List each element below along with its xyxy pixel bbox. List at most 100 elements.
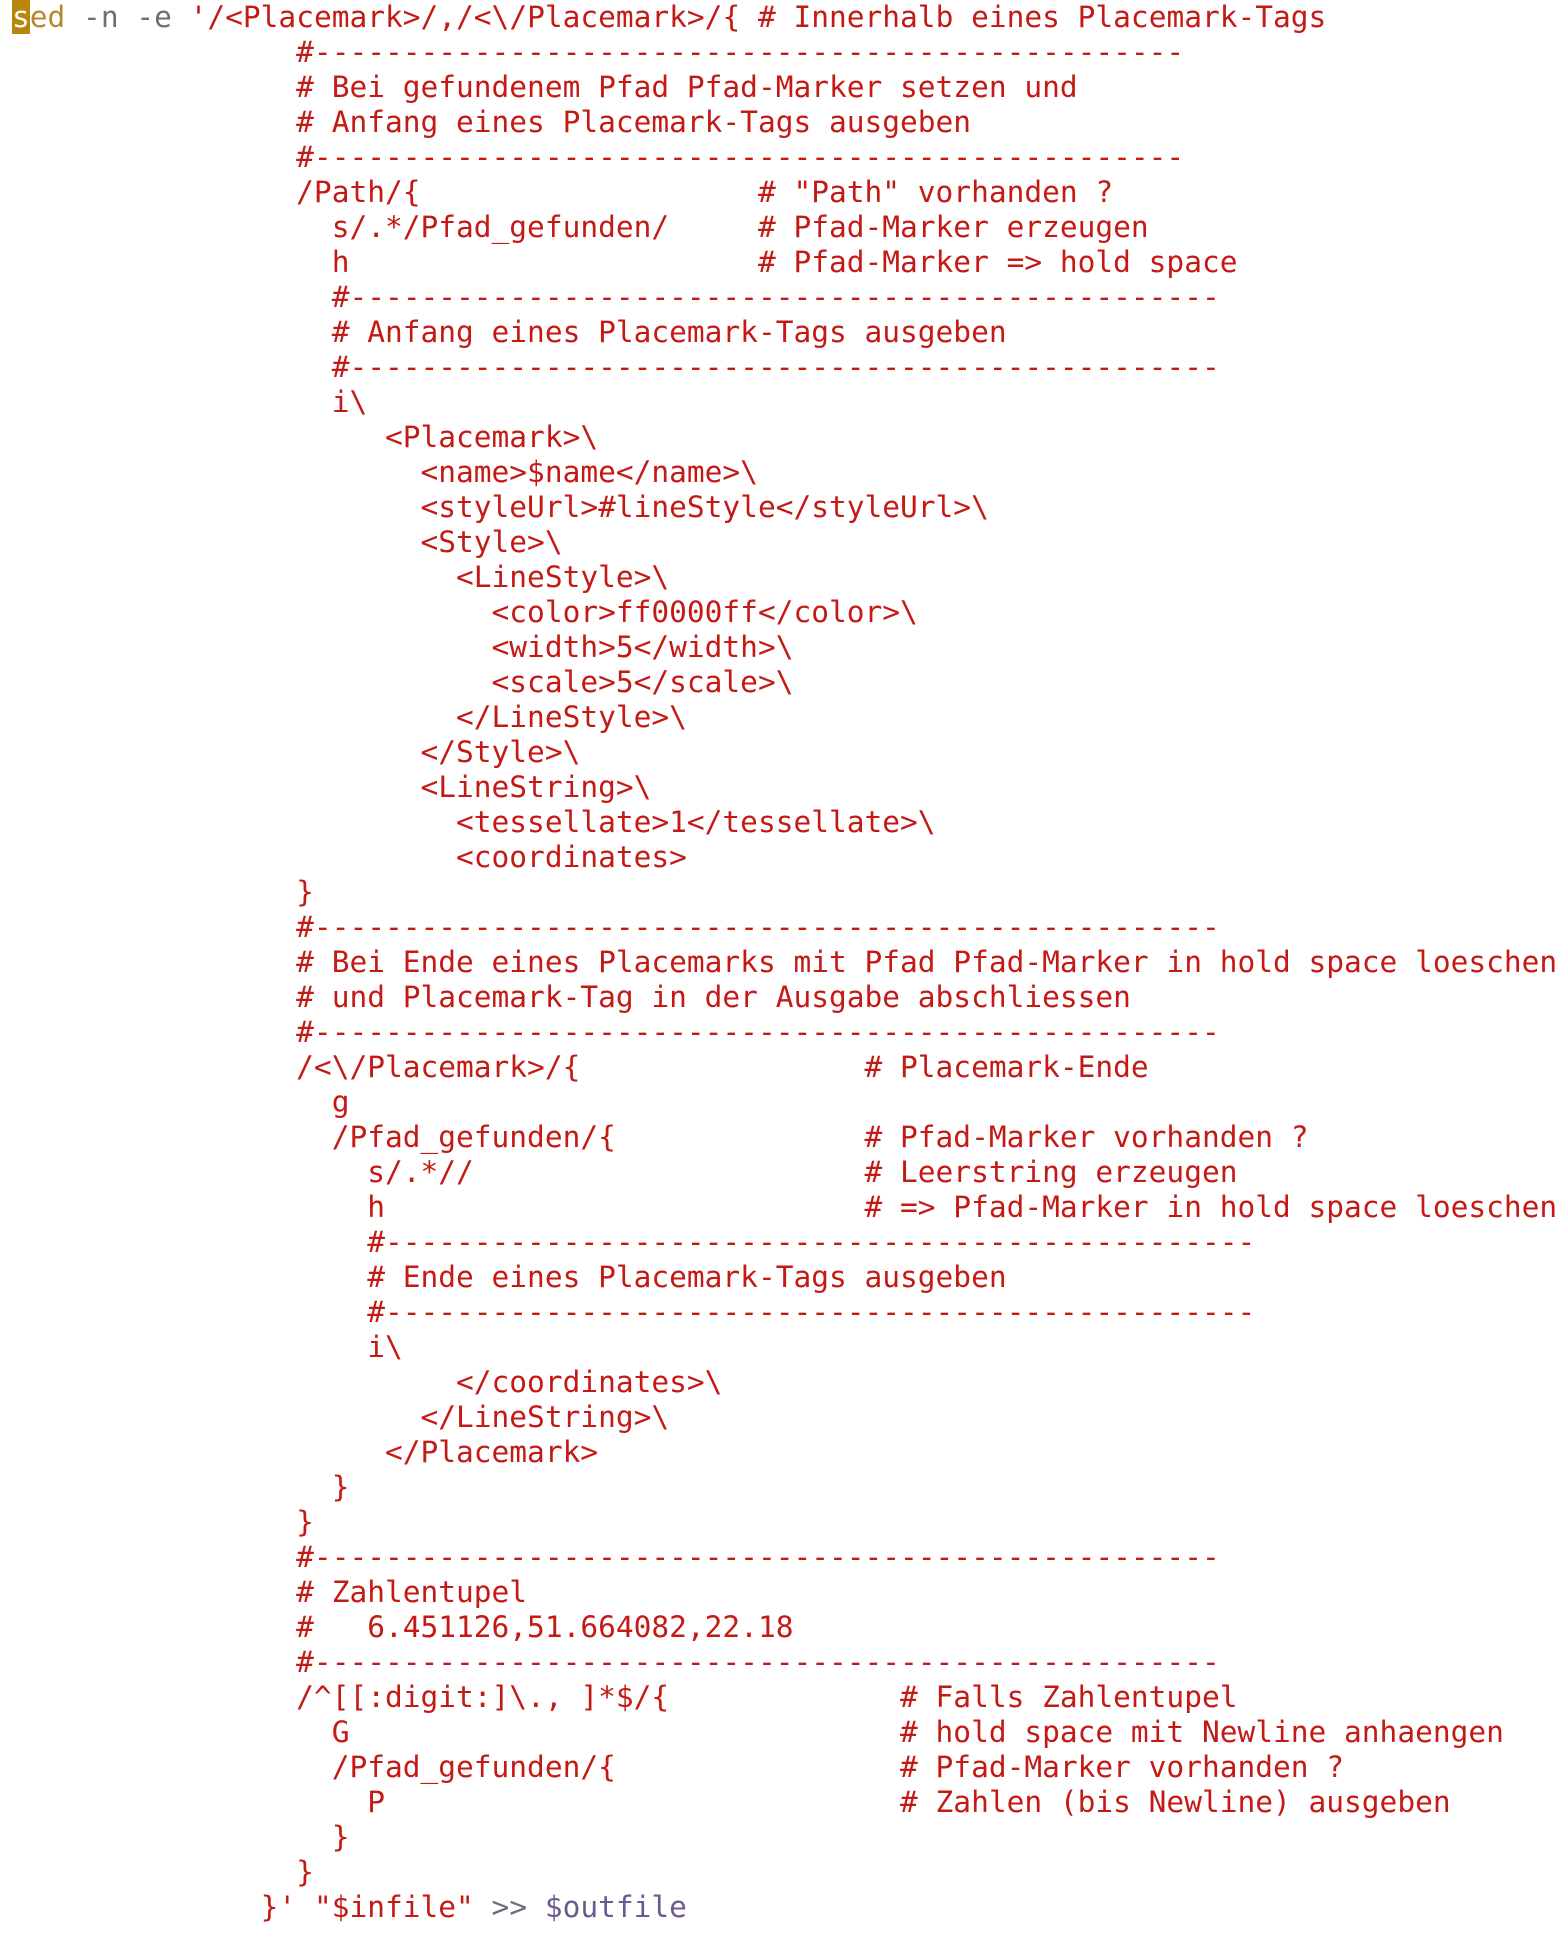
code-token: # Anfang eines Placemark-Tags ausgeben bbox=[12, 315, 1007, 349]
code-token: #---------------------------------------… bbox=[12, 140, 1185, 174]
code-line[interactable]: s/.*// # Leerstring erzeugen bbox=[12, 1155, 1557, 1190]
code-line[interactable]: /^[[:digit:]\., ]*$/{ # Falls Zahlentupe… bbox=[12, 1680, 1557, 1715]
code-token: <width>5</width>\ bbox=[12, 630, 794, 664]
code-line[interactable]: <tessellate>1</tessellate>\ bbox=[12, 805, 1557, 840]
code-token: </LineString>\ bbox=[12, 1400, 670, 1434]
code-token: <name>$name</name>\ bbox=[12, 455, 758, 489]
code-line[interactable]: </LineStyle>\ bbox=[12, 700, 1557, 735]
code-line[interactable]: </Style>\ bbox=[12, 735, 1557, 770]
code-token: #---------------------------------------… bbox=[12, 1015, 1220, 1049]
code-token: "$infile" bbox=[313, 1890, 474, 1924]
code-line[interactable]: <width>5</width>\ bbox=[12, 630, 1557, 665]
code-token: } bbox=[12, 875, 314, 909]
code-line[interactable]: P # Zahlen (bis Newline) ausgeben bbox=[12, 1785, 1557, 1820]
code-token: </LineStyle>\ bbox=[12, 700, 687, 734]
code-line[interactable]: <Style>\ bbox=[12, 525, 1557, 560]
code-token: /Path/{ # "Path" vorhanden ? bbox=[12, 175, 1114, 209]
code-line[interactable]: }' "$infile" >> $outfile bbox=[12, 1890, 1557, 1925]
code-token: <LineString>\ bbox=[12, 770, 652, 804]
code-line[interactable]: # und Placemark-Tag in der Ausgabe absch… bbox=[12, 980, 1557, 1015]
code-line[interactable]: <scale>5</scale>\ bbox=[12, 665, 1557, 700]
code-token: #---------------------------------------… bbox=[12, 280, 1220, 314]
code-line[interactable]: #---------------------------------------… bbox=[12, 350, 1557, 385]
code-line[interactable]: #---------------------------------------… bbox=[12, 35, 1557, 70]
code-line[interactable]: #---------------------------------------… bbox=[12, 140, 1557, 175]
code-line[interactable]: <LineString>\ bbox=[12, 770, 1557, 805]
code-line[interactable]: #---------------------------------------… bbox=[12, 1295, 1557, 1330]
code-token: /^[[:digit:]\., ]*$/{ # Falls Zahlentupe… bbox=[12, 1680, 1238, 1714]
code-line[interactable]: G # hold space mit Newline anhaengen bbox=[12, 1715, 1557, 1750]
code-line[interactable]: } bbox=[12, 1855, 1557, 1890]
code-line[interactable]: i\ bbox=[12, 385, 1557, 420]
code-line[interactable]: # Zahlentupel bbox=[12, 1575, 1557, 1610]
code-line[interactable]: <LineStyle>\ bbox=[12, 560, 1557, 595]
code-token: G # hold space mit Newline anhaengen bbox=[12, 1715, 1504, 1749]
code-token: #---------------------------------------… bbox=[12, 910, 1220, 944]
code-line[interactable]: </coordinates>\ bbox=[12, 1365, 1557, 1400]
code-line[interactable]: #---------------------------------------… bbox=[12, 1015, 1557, 1050]
code-line[interactable]: <name>$name</name>\ bbox=[12, 455, 1557, 490]
code-line[interactable]: g bbox=[12, 1085, 1557, 1120]
code-token: } bbox=[12, 1505, 314, 1539]
code-token: /Pfad_gefunden/{ # Pfad-Marker vorhanden… bbox=[12, 1120, 1309, 1154]
code-line[interactable]: # 6.451126,51.664082,22.18 bbox=[12, 1610, 1557, 1645]
code-token: #---------------------------------------… bbox=[12, 35, 1185, 69]
code-token: ed bbox=[29, 0, 66, 34]
code-token: # Bei gefundenem Pfad Pfad-Marker setzen… bbox=[12, 70, 1078, 104]
code-token: <Style>\ bbox=[12, 525, 563, 559]
code-line[interactable]: <styleUrl>#lineStyle</styleUrl>\ bbox=[12, 490, 1557, 525]
code-line[interactable]: # Ende eines Placemark-Tags ausgeben bbox=[12, 1260, 1557, 1295]
code-line[interactable]: #---------------------------------------… bbox=[12, 1225, 1557, 1260]
code-line[interactable]: # Anfang eines Placemark-Tags ausgeben bbox=[12, 105, 1557, 140]
code-line[interactable]: h # Pfad-Marker => hold space bbox=[12, 245, 1557, 280]
code-line[interactable]: } bbox=[12, 875, 1557, 910]
code-token: } bbox=[12, 1855, 314, 1889]
code-token: '/<Placemark>/,/<\/Placemark>/{ # Innerh… bbox=[189, 0, 1327, 34]
code-token: P # Zahlen (bis Newline) ausgeben bbox=[12, 1785, 1451, 1819]
code-token: -n -e bbox=[65, 0, 190, 34]
code-line[interactable]: } bbox=[12, 1820, 1557, 1855]
code-line[interactable]: /Pfad_gefunden/{ # Pfad-Marker vorhanden… bbox=[12, 1120, 1557, 1155]
code-line[interactable]: # Anfang eines Placemark-Tags ausgeben bbox=[12, 315, 1557, 350]
code-token: h # Pfad-Marker => hold space bbox=[12, 245, 1238, 279]
code-line[interactable]: /Path/{ # "Path" vorhanden ? bbox=[12, 175, 1557, 210]
code-token: # Bei Ende eines Placemarks mit Pfad Pfa… bbox=[12, 945, 1557, 979]
code-token: $outfile bbox=[544, 1890, 687, 1924]
code-token: <Placemark>\ bbox=[12, 420, 599, 454]
code-token: #---------------------------------------… bbox=[12, 1295, 1256, 1329]
code-token: #---------------------------------------… bbox=[12, 1540, 1220, 1574]
code-line[interactable]: } bbox=[12, 1505, 1557, 1540]
code-token: #---------------------------------------… bbox=[12, 350, 1220, 384]
code-line[interactable]: #---------------------------------------… bbox=[12, 1645, 1557, 1680]
code-line[interactable]: <Placemark>\ bbox=[12, 420, 1557, 455]
code-line[interactable]: # Bei Ende eines Placemarks mit Pfad Pfa… bbox=[12, 945, 1557, 980]
code-token: <LineStyle>\ bbox=[12, 560, 670, 594]
code-line[interactable]: } bbox=[12, 1470, 1557, 1505]
code-token: # 6.451126,51.664082,22.18 bbox=[12, 1610, 794, 1644]
code-line[interactable]: sed -n -e '/<Placemark>/,/<\/Placemark>/… bbox=[12, 0, 1557, 35]
code-line[interactable]: #---------------------------------------… bbox=[12, 910, 1557, 945]
code-token: i\ bbox=[12, 385, 368, 419]
code-line[interactable]: s/.*/Pfad_gefunden/ # Pfad-Marker erzeug… bbox=[12, 210, 1557, 245]
code-line[interactable]: # Bei gefundenem Pfad Pfad-Marker setzen… bbox=[12, 70, 1557, 105]
code-token: </Style>\ bbox=[12, 735, 581, 769]
code-token: } bbox=[12, 1470, 350, 1504]
code-line[interactable]: <coordinates> bbox=[12, 840, 1557, 875]
code-token: <tessellate>1</tessellate>\ bbox=[12, 805, 936, 839]
code-line[interactable]: i\ bbox=[12, 1330, 1557, 1365]
code-line[interactable]: #---------------------------------------… bbox=[12, 1540, 1557, 1575]
text-cursor: s bbox=[12, 0, 30, 34]
code-editor[interactable]: sed -n -e '/<Placemark>/,/<\/Placemark>/… bbox=[12, 0, 1557, 1936]
code-token: } bbox=[12, 1820, 350, 1854]
code-token: <styleUrl>#lineStyle</styleUrl>\ bbox=[12, 490, 989, 524]
code-line[interactable]: /Pfad_gefunden/{ # Pfad-Marker vorhanden… bbox=[12, 1750, 1557, 1785]
code-line[interactable]: </Placemark> bbox=[12, 1435, 1557, 1470]
code-token: s/.*/Pfad_gefunden/ # Pfad-Marker erzeug… bbox=[12, 210, 1149, 244]
code-token: s/.*// # Leerstring erzeugen bbox=[12, 1155, 1238, 1189]
code-line[interactable]: h # => Pfad-Marker in hold space loesche… bbox=[12, 1190, 1557, 1225]
code-token: #---------------------------------------… bbox=[12, 1645, 1220, 1679]
code-line[interactable]: /<\/Placemark>/{ # Placemark-Ende bbox=[12, 1050, 1557, 1085]
code-line[interactable]: #---------------------------------------… bbox=[12, 280, 1557, 315]
code-line[interactable]: </LineString>\ bbox=[12, 1400, 1557, 1435]
code-line[interactable]: <color>ff0000ff</color>\ bbox=[12, 595, 1557, 630]
